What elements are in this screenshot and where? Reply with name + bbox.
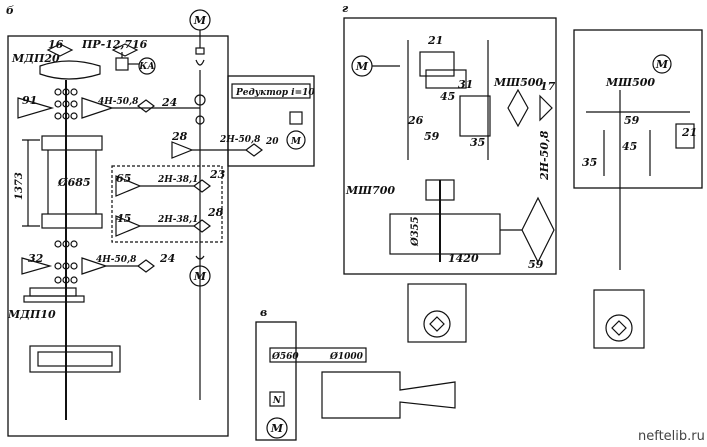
- label-msh500-r: МШ500: [605, 76, 655, 89]
- label-mdp10: МДП10: [7, 308, 56, 321]
- dim-1373: 1373: [14, 172, 25, 200]
- label-g17: 17: [540, 80, 556, 93]
- label-msh500-g: МШ500: [493, 76, 543, 89]
- chain-4h508-top: 4Н-50,8: [98, 97, 139, 107]
- label-d355: Ø355: [410, 216, 421, 247]
- label-r59: 59: [624, 114, 640, 127]
- drum-top-flange: [41, 135, 103, 151]
- reductor-label: Редуктор i=10: [235, 88, 315, 98]
- panel-right-frame: [573, 29, 703, 189]
- label-32: 32: [28, 252, 44, 265]
- svg-text:M: M: [355, 60, 369, 73]
- top-motor: M: [189, 9, 211, 400]
- drum-bottom-flange: [41, 213, 103, 229]
- sprocket-59b: [521, 196, 555, 264]
- pulley-bar: [269, 347, 367, 363]
- label-d560: Ø560: [271, 351, 299, 362]
- label-20: 20: [265, 137, 279, 147]
- label-24b: 24: [159, 252, 175, 265]
- chain-2h508-g: 2Н-50,8: [538, 130, 551, 181]
- svg-text:M: M: [270, 422, 284, 435]
- dim-1420: 1420: [448, 252, 479, 265]
- chain-2h508: 2Н-50,8: [219, 135, 261, 145]
- svg-text:N: N: [272, 396, 282, 406]
- label-g21: 21: [427, 34, 443, 47]
- panel-g-frame: [343, 17, 557, 275]
- label-28b: 28: [207, 206, 224, 219]
- svg-text:M: M: [290, 137, 302, 147]
- panel-g-letter: г: [342, 2, 349, 15]
- label-91: 91: [22, 94, 37, 107]
- sprocket-16b: [111, 43, 139, 57]
- label-g26: 26: [407, 114, 424, 127]
- chain-2h381-top: 2Н-38,1: [157, 175, 198, 185]
- panel-b: б M МДП20 16 ПР-12,7 16 КА: [6, 4, 315, 437]
- chain-2h381-bottom: 2Н-38,1: [157, 215, 198, 225]
- drum-mdp10: [29, 345, 121, 373]
- label-g59b: 59: [528, 258, 544, 271]
- rotor-body: [321, 371, 456, 419]
- label-24a: 24: [161, 96, 177, 109]
- label-r21: 21: [681, 126, 697, 139]
- svg-text:КА: КА: [138, 62, 155, 72]
- sprocket-16a: [46, 43, 74, 57]
- panel-v: в Ø560 Ø1000 N M: [255, 306, 456, 441]
- panel-right: M МШ500 59 21 45 35: [573, 29, 703, 349]
- panel-g: г M 21 31 45 26 59 35 МШ500 17 МШ700 2Н-…: [342, 2, 557, 343]
- bottom-motor: [189, 265, 211, 287]
- svg-text:M: M: [655, 58, 669, 71]
- reductor-box: [227, 75, 315, 167]
- label-g59a: 59: [424, 130, 440, 143]
- panel-b-letter: б: [6, 4, 14, 17]
- label-pr127: ПР-12,7: [81, 38, 132, 51]
- drum-mdp20: [39, 60, 101, 80]
- label-d1000: Ø1000: [329, 351, 364, 362]
- label-g45: 45: [440, 90, 455, 103]
- label-65: 65: [116, 172, 131, 185]
- svg-text:M: M: [193, 270, 207, 283]
- watermark: neftelib.ru: [638, 429, 705, 444]
- label-45: 45: [116, 212, 131, 225]
- ka-unit: [138, 57, 156, 75]
- bearings-col: [54, 88, 78, 284]
- svg-text:M: M: [193, 14, 207, 27]
- panel-v-letter: в: [260, 306, 267, 319]
- label-16b: 16: [132, 38, 148, 51]
- label-28a: 28: [171, 130, 188, 143]
- label-msh700: МШ700: [345, 184, 395, 197]
- gear-block: [111, 165, 223, 243]
- label-r35: 35: [582, 156, 597, 169]
- chain-4h508-bottom: 4Н-50,8: [96, 255, 137, 265]
- panel-b-frame: [7, 35, 229, 437]
- label-g35: 35: [470, 136, 485, 149]
- label-d685: Ø685: [57, 176, 91, 189]
- label-23: 23: [209, 168, 226, 181]
- label-r45: 45: [622, 140, 637, 153]
- label-mdp20: МДП20: [11, 52, 60, 65]
